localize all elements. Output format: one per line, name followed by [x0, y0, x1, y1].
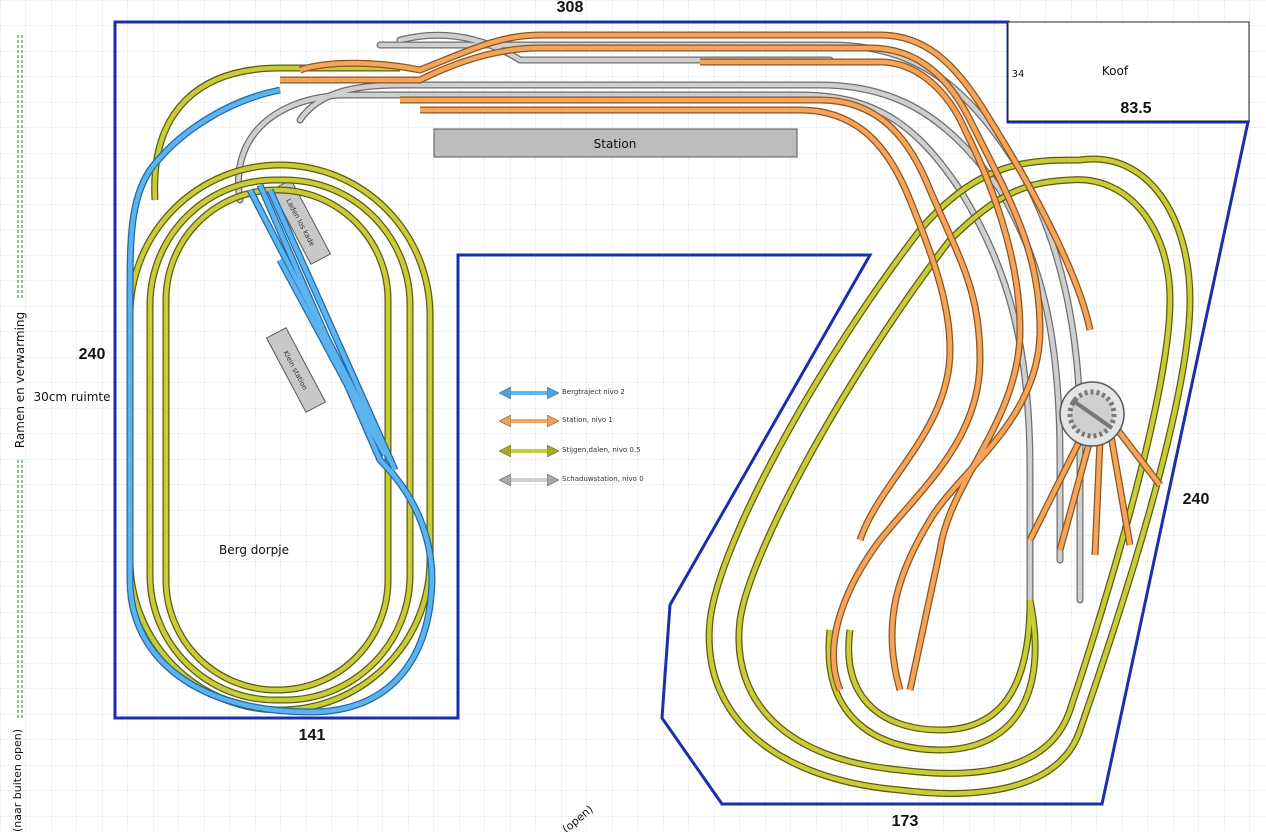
- legend-item-orange: Station, nivo 1: [505, 416, 613, 424]
- dimension-koof-small: 34: [1012, 69, 1025, 80]
- legend-item-grey: Schaduwstation, nivo 0: [505, 475, 644, 483]
- room-outline: [113, 20, 1250, 806]
- station-label: Station: [594, 137, 637, 151]
- dimension-right: 240: [1183, 491, 1210, 508]
- wall-side-label: Ramen en verwarming: [13, 312, 27, 448]
- legend-item-blue: Bergtraject nivo 2: [505, 388, 625, 396]
- legend-label: Bergtraject nivo 2: [562, 388, 625, 396]
- dimension-bottom-left: 141: [299, 727, 326, 744]
- legend-label: Stijgen,dalen, nivo 0.5: [562, 446, 641, 454]
- track-blue-layer: [126, 86, 436, 716]
- legend-label: Station, nivo 1: [562, 416, 613, 424]
- clearance-label: 30cm ruimte: [33, 390, 110, 404]
- laden-kade-platform: [270, 179, 332, 265]
- koof-box: [1007, 21, 1250, 122]
- berg-dorpje-label: Berg dorpje: [219, 543, 289, 557]
- legend: Bergtraject nivo 2 Station, nivo 1 Stijg…: [505, 388, 644, 483]
- dimension-left: 240: [79, 346, 106, 363]
- dimension-top: 308: [557, 0, 584, 16]
- turntable: [1059, 381, 1125, 447]
- legend-item-olive: Stijgen,dalen, nivo 0.5: [505, 446, 641, 454]
- legend-label: Schaduwstation, nivo 0: [562, 475, 644, 483]
- dimension-bottom-right: 173: [892, 813, 919, 830]
- koof-label: Koof: [1102, 64, 1129, 78]
- klein-station-platform: [265, 327, 327, 413]
- station-platform: [433, 128, 798, 158]
- track-orange-layer: [280, 31, 1163, 692]
- corner-text-label: (naar buiten open): [11, 729, 24, 832]
- dimension-koof: 83.5: [1120, 100, 1151, 117]
- left-wall-marking: [17, 35, 23, 720]
